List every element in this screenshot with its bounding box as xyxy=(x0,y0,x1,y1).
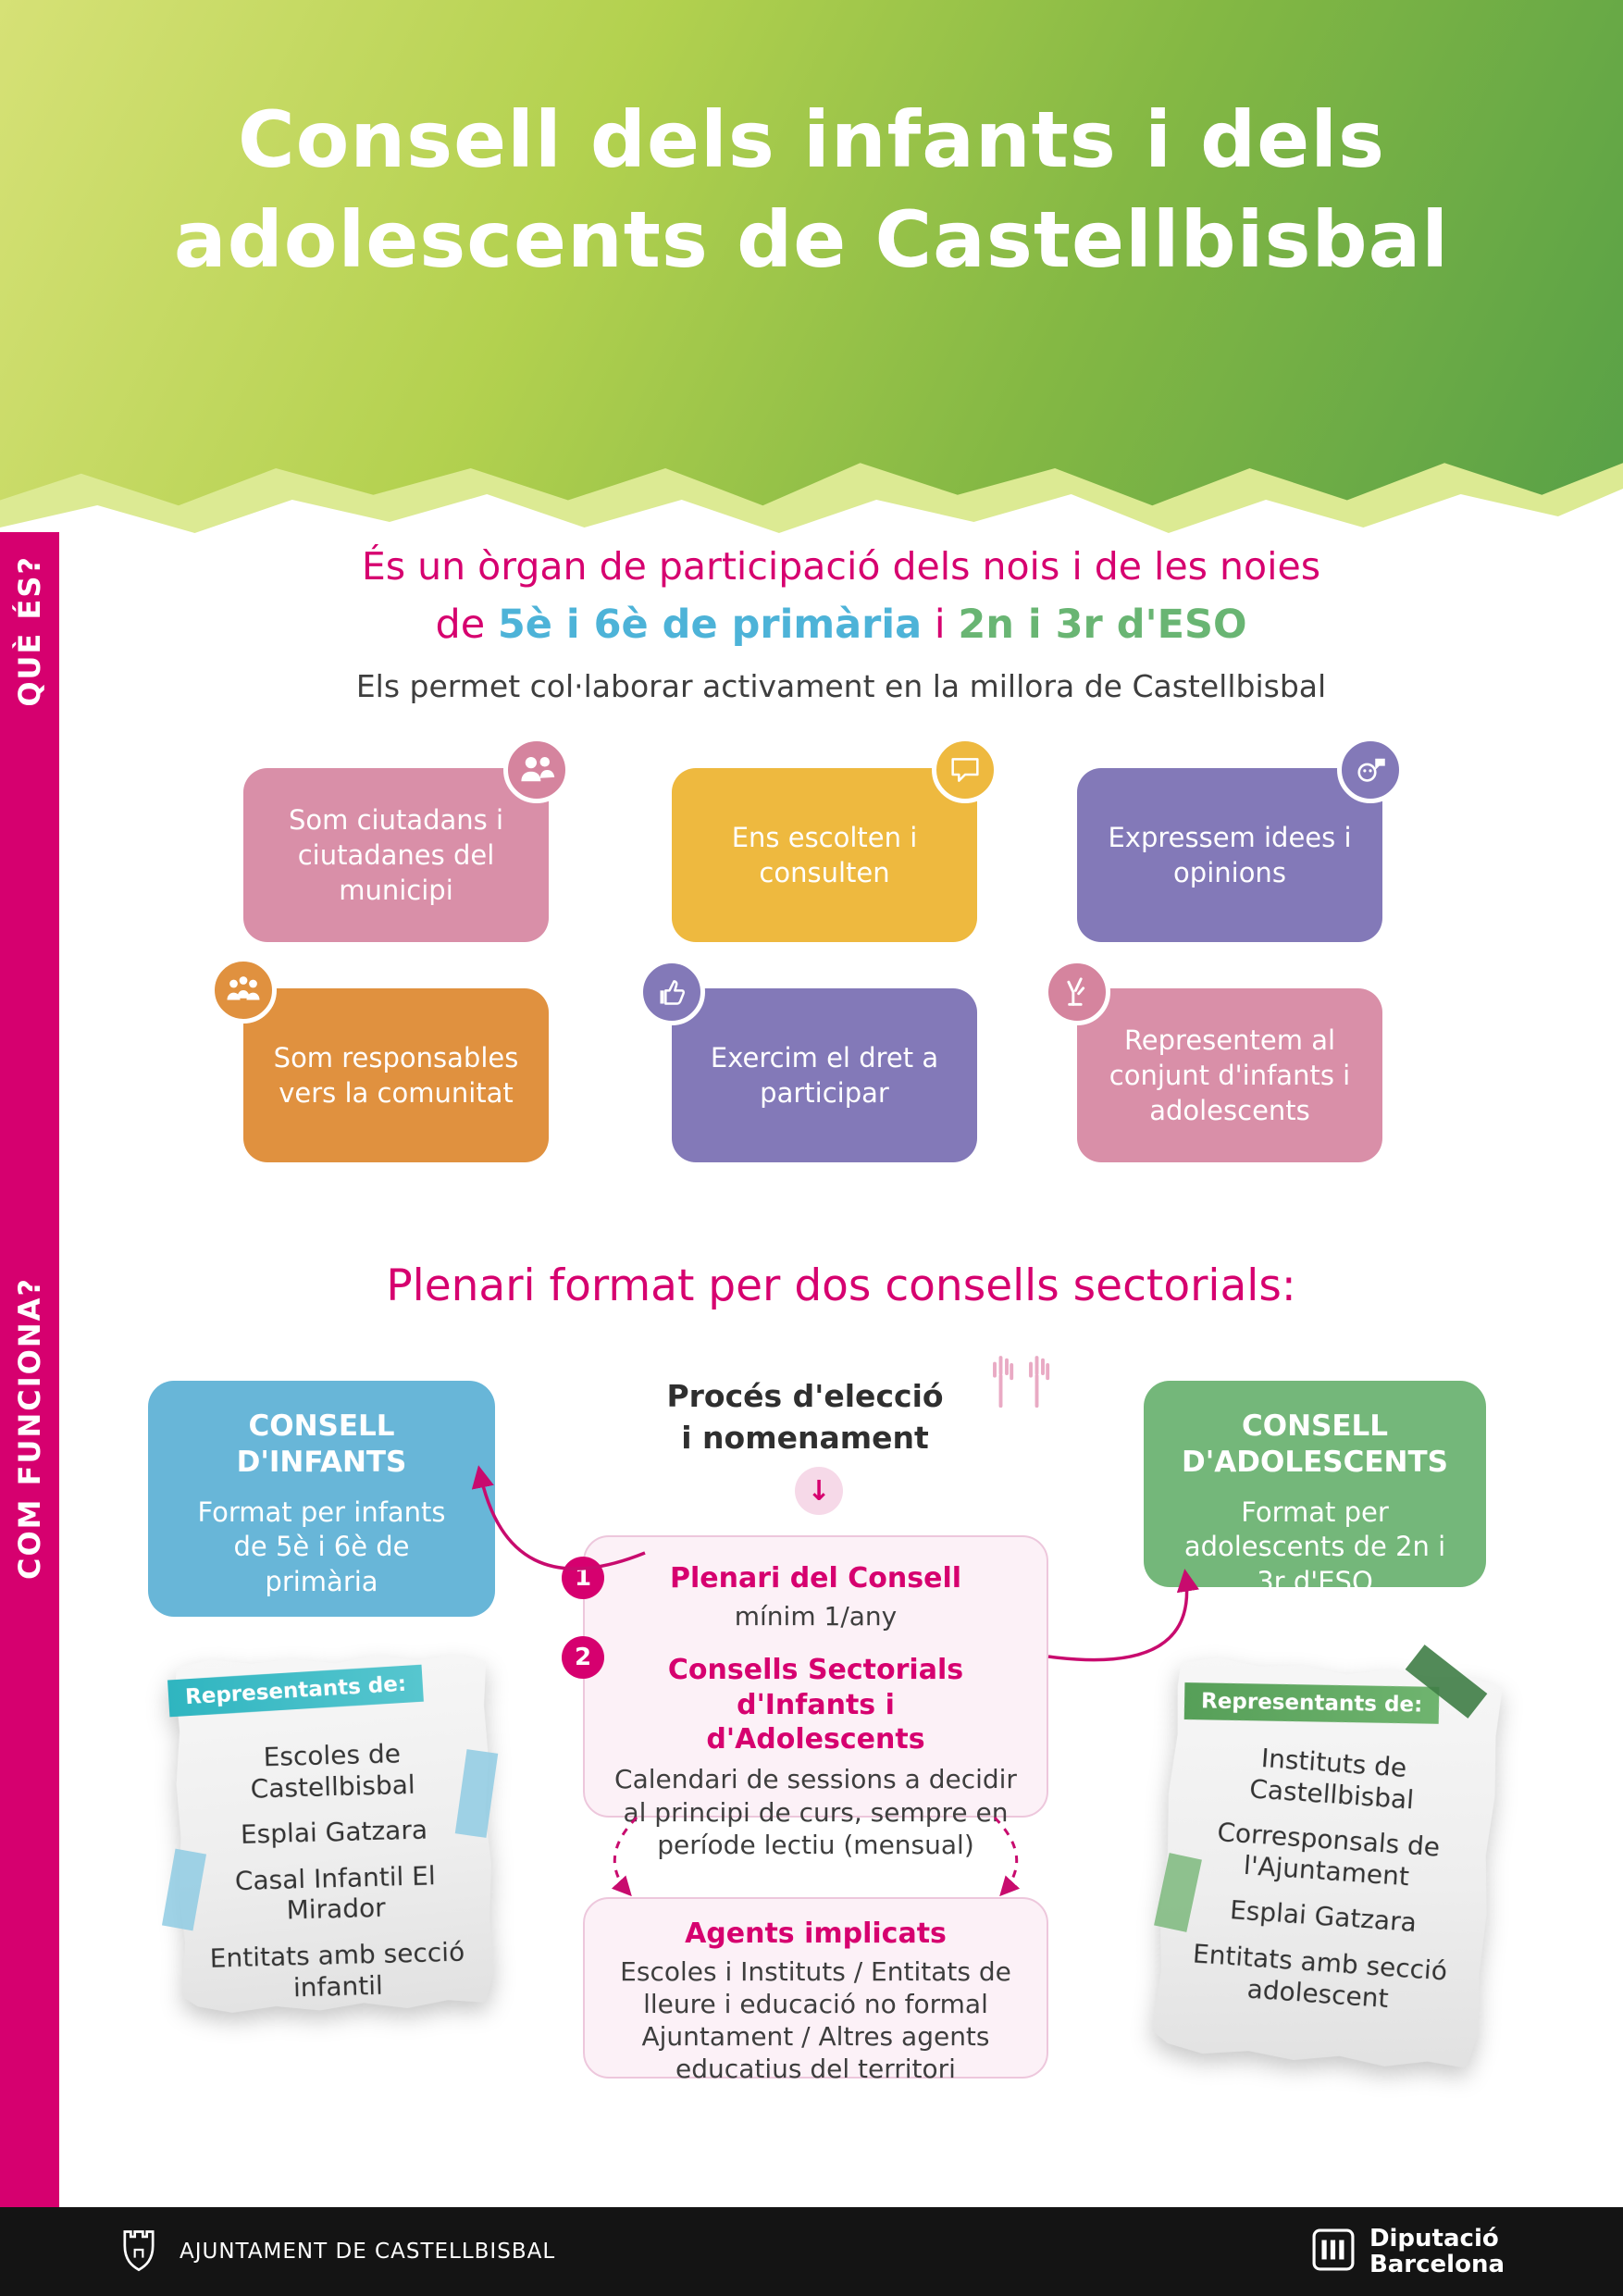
note-right-item: Corresponsals de l'Ajuntament xyxy=(1216,1816,1442,1892)
process-title-line2: i nomenament xyxy=(681,1419,929,1456)
note-right-item: Esplai Gatzara xyxy=(1229,1894,1418,1939)
intro-line3: Els permet col·laborar activament en la … xyxy=(355,668,1327,704)
diputacio-label-line2: Barcelona xyxy=(1369,2251,1505,2278)
card-participate-label: Exercim el dret a participar xyxy=(710,1041,939,1109)
agents-detail: Escoles i Instituts / Entitats de lleure… xyxy=(620,1956,1011,2084)
council-infants-title: CONSELL D'INFANTS xyxy=(236,1409,407,1479)
note-left-item: Entitats amb secció infantil xyxy=(209,1936,465,2003)
speech-bubble-icon xyxy=(932,737,998,803)
diputacio-label-line1: Diputació xyxy=(1369,2224,1499,2253)
page-title-line2: adolescents de Castellbisbal xyxy=(173,193,1450,285)
card-represent-label: Representem al conjunt d'infants i adole… xyxy=(1109,1024,1351,1127)
council-adolescents-title: CONSELL D'ADOLESCENTS xyxy=(1182,1409,1448,1479)
card-express-label: Expressem idees i opinions xyxy=(1108,821,1352,888)
representants-note-infants: Representants de: Escoles de Castellbisb… xyxy=(167,1653,495,2015)
step-number-2: 2 xyxy=(562,1636,604,1679)
diputacio-label: Diputació Barcelona xyxy=(1369,2226,1505,2277)
intro-line2-connector: i xyxy=(934,602,946,648)
footer: AJUNTAMENT DE CASTELLBISBAL Diputació Ba… xyxy=(0,2207,1623,2296)
citizens-icon xyxy=(503,737,570,803)
sidebar-label-que-es: QUÈ ÉS? xyxy=(12,555,47,707)
diputacio-logo-icon xyxy=(1312,2228,1355,2275)
note-left-items: Escoles de Castellbisbal Esplai Gatzara … xyxy=(175,1736,494,2006)
note-left-item: Escoles de Castellbisbal xyxy=(250,1738,416,1804)
ajuntament-label: AJUNTAMENT DE CASTELLBISBAL xyxy=(180,2240,556,2264)
page-title-line1: Consell dels infants i dels xyxy=(237,94,1386,185)
card-express: Expressem idees i opinions xyxy=(1077,768,1382,942)
ajuntament-logo-icon xyxy=(118,2226,159,2277)
intro-line1: És un òrgan de participació dels nois i … xyxy=(361,544,1321,589)
intro-line2-primaria: 5è i 6è de primària xyxy=(497,602,923,648)
card-citizens: Som ciutadans i ciutadanes del municipi xyxy=(243,768,549,942)
sidebar-label-com-funciona: COM FUNCIONA? xyxy=(12,1277,47,1580)
process-title: Procés d'elecció i nomenament xyxy=(611,1376,999,1458)
note-left-item: Esplai Gatzara xyxy=(240,1814,428,1850)
intro-line2-eso: 2n i 3r d'ESO xyxy=(958,602,1247,648)
step1-detail: mínim 1/any xyxy=(734,1600,898,1632)
down-arrow-icon: ↓ xyxy=(795,1467,843,1515)
participate-icon xyxy=(638,959,705,1025)
plenari-box: Plenari del Consell mínim 1/any Consells… xyxy=(583,1535,1048,1860)
raised-hands-icon xyxy=(983,1349,1055,1413)
ribbon-representants-adolescents: Representants de: xyxy=(1183,1682,1440,1724)
note-left-item: Casal Infantil El Mirador xyxy=(234,1859,437,1926)
council-infants-box: CONSELL D'INFANTS Format per infants de … xyxy=(148,1381,495,1617)
card-listened-label: Ens escolten i consulten xyxy=(731,821,918,888)
council-infants-subtitle: Format per infants de 5è i 6è de primàri… xyxy=(197,1496,446,1597)
ajuntament-logo-block: AJUNTAMENT DE CASTELLBISBAL xyxy=(118,2226,555,2277)
victory-hand-icon xyxy=(1044,959,1110,1025)
card-listened: Ens escolten i consulten xyxy=(672,768,977,942)
intro-line2-prefix: de xyxy=(435,602,486,648)
council-adolescents-subtitle: Format per adolescents de 2n i 3r d'ESO xyxy=(1183,1496,1446,1597)
step2-title: Consells Sectorials d'Infants i d'Adoles… xyxy=(667,1654,964,1756)
card-citizens-label: Som ciutadans i ciutadanes del municipi xyxy=(288,803,504,907)
page-title: Consell dels infants i dels adolescents … xyxy=(0,91,1623,290)
ideas-icon xyxy=(1337,737,1404,803)
section-heading-plenari: Plenari format per dos consells sectoria… xyxy=(386,1260,1296,1311)
council-adolescents-box: CONSELL D'ADOLESCENTS Format per adolesc… xyxy=(1144,1381,1486,1597)
section-sidebar xyxy=(0,532,59,2207)
agents-box: Agents implicats Escoles i Instituts / E… xyxy=(583,1897,1048,2084)
card-responsible: Som responsables vers la comunitat xyxy=(243,988,549,1162)
community-icon xyxy=(210,957,277,1024)
card-participate: Exercim el dret a participar xyxy=(672,988,977,1162)
step-number-1: 1 xyxy=(562,1557,604,1599)
header-banner xyxy=(0,0,1623,506)
representants-note-adolescents: Representants de: Instituts de Castellbi… xyxy=(1151,1655,1504,2073)
step1-title: Plenari del Consell xyxy=(669,1562,962,1595)
intro-line2: de 5è i 6è de primària i 2n i 3r d'ESO xyxy=(59,602,1623,648)
process-title-line1: Procés d'elecció xyxy=(666,1378,944,1414)
note-right-items: Instituts de Castellbisbal Corresponsals… xyxy=(1154,1736,1497,2020)
step2-detail: Calendari de sessions a decidir al princ… xyxy=(614,1763,1017,1861)
diputacio-logo-block: Diputació Barcelona xyxy=(1312,2226,1505,2277)
card-responsible-label: Som responsables vers la comunitat xyxy=(273,1041,519,1109)
agents-title: Agents implicats xyxy=(685,1917,947,1950)
card-represent: Representem al conjunt d'infants i adole… xyxy=(1077,988,1382,1162)
